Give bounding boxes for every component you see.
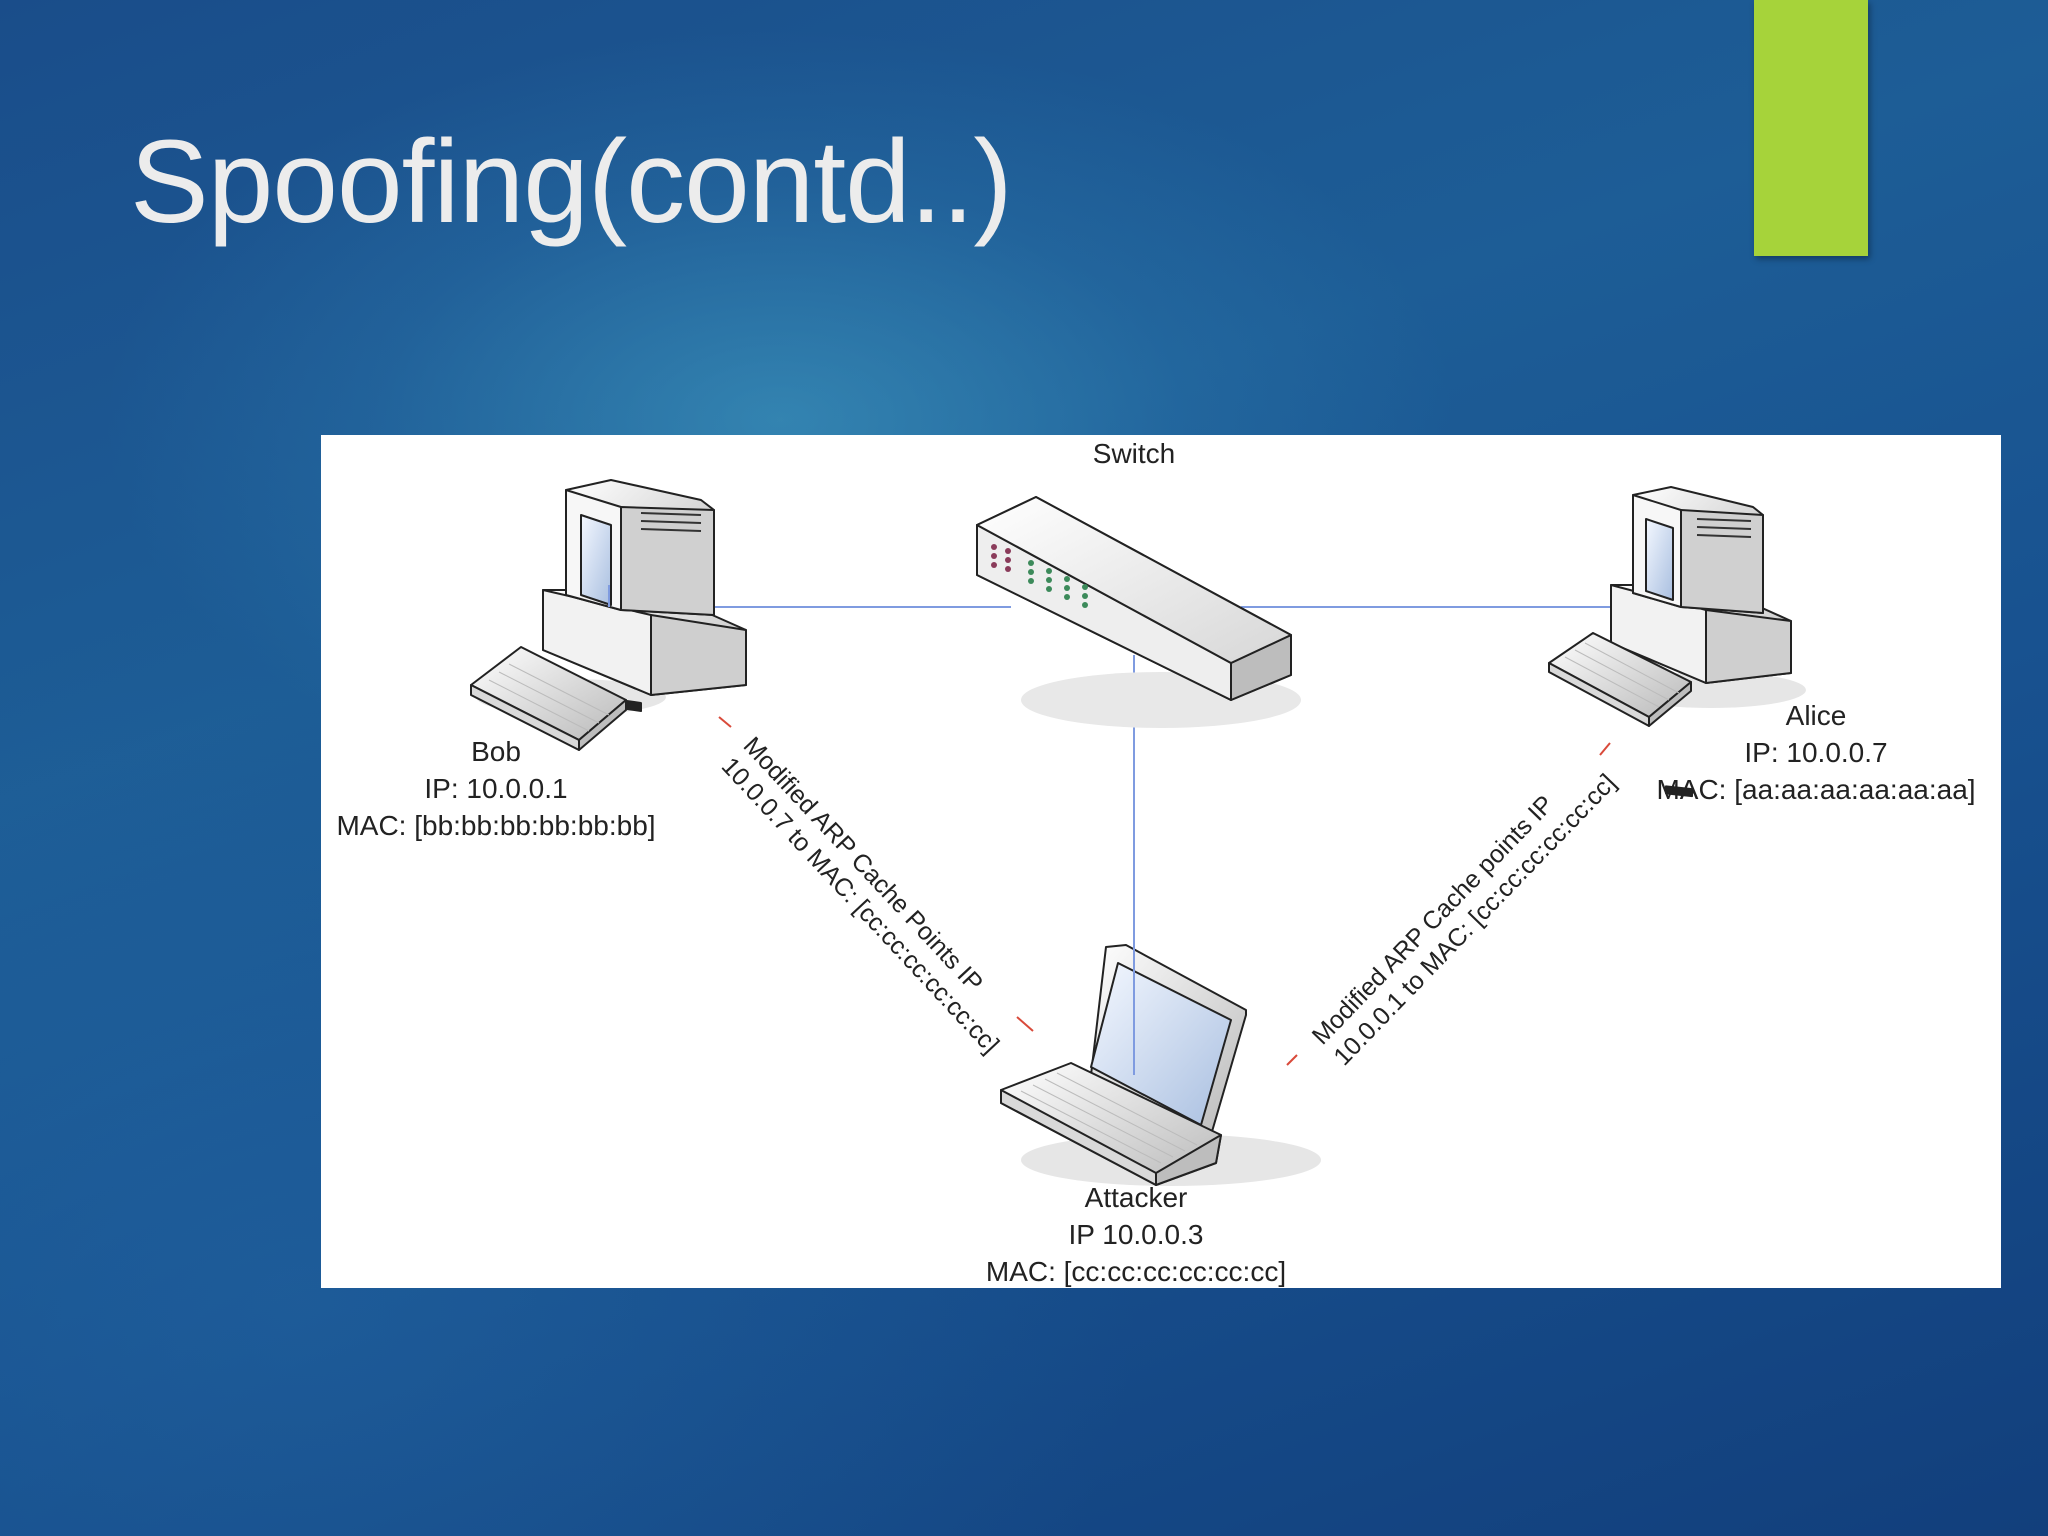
bob-mac: MAC: [bb:bb:bb:bb:bb:bb] bbox=[336, 810, 656, 841]
arp-right-end-tick bbox=[1286, 1054, 1298, 1066]
alice-mac: MAC: [aa:aa:aa:aa:aa:aa] bbox=[1656, 774, 1976, 805]
arp-markers bbox=[718, 716, 1611, 1066]
accent-bar bbox=[1754, 0, 1868, 256]
attacker-label: Attacker IP 10.0.0.3 MAC: [cc:cc:cc:cc:c… bbox=[966, 1179, 1306, 1290]
alice-ip: IP: 10.0.0.7 bbox=[1744, 737, 1888, 768]
switch-name: Switch bbox=[1092, 438, 1176, 469]
bob-ip: IP: 10.0.0.1 bbox=[424, 773, 568, 804]
attacker-name: Attacker bbox=[1084, 1182, 1188, 1213]
attacker-mac: MAC: [cc:cc:cc:cc:cc:cc] bbox=[985, 1256, 1287, 1287]
bob-label: Bob IP: 10.0.0.1 MAC: [bb:bb:bb:bb:bb:bb… bbox=[321, 733, 671, 844]
arp-spoofing-diagram: Switch Bob IP: 10.0.0.1 MAC: [bb:bb:bb:b… bbox=[321, 435, 2001, 1288]
network-switch-icon bbox=[976, 496, 1301, 728]
alice-label: Alice IP: 10.0.0.7 MAC: [aa:aa:aa:aa:aa:… bbox=[1641, 697, 1991, 808]
slide-title: Spoofing(contd..) bbox=[130, 116, 1013, 248]
bob-name: Bob bbox=[471, 736, 521, 767]
arp-right-start-tick bbox=[1599, 742, 1611, 756]
bob-computer-icon bbox=[470, 479, 747, 751]
attacker-ip: IP 10.0.0.3 bbox=[1068, 1219, 1204, 1250]
arp-left-start-tick bbox=[718, 716, 732, 728]
alice-computer-icon bbox=[1548, 486, 1806, 798]
diagram-canvas bbox=[470, 479, 1806, 1186]
network-links-overlay bbox=[608, 585, 1135, 1075]
attacker-laptop-icon bbox=[1000, 944, 1321, 1186]
arp-left-end-tick bbox=[1016, 1016, 1034, 1032]
switch-label: Switch bbox=[1059, 435, 1209, 472]
alice-name: Alice bbox=[1785, 700, 1847, 731]
